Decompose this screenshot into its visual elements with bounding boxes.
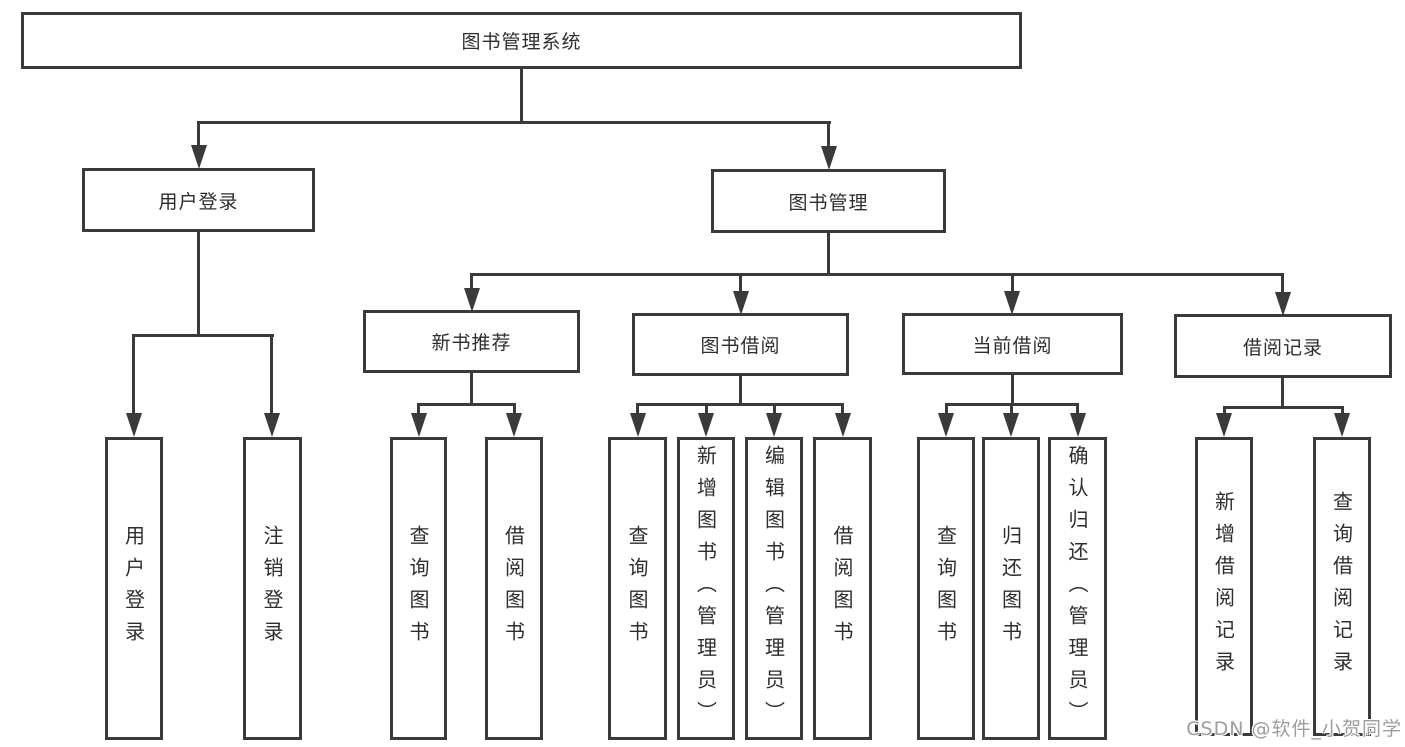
arrow-down-icon: [126, 413, 142, 437]
arrow-down-icon: [698, 413, 714, 437]
node-user-login: 用户登录: [82, 168, 315, 232]
arrow-down-icon: [1334, 413, 1350, 437]
arrow-down-icon: [821, 146, 837, 170]
arrow-down-icon: [733, 291, 749, 315]
connector-line: [827, 233, 830, 276]
arrow-down-icon: [506, 413, 522, 437]
node-book-mgmt-label: 图书管理: [788, 191, 869, 214]
connector-line: [1281, 273, 1284, 293]
arrow-down-icon: [191, 145, 207, 169]
arrow-down-icon: [630, 413, 646, 437]
connector-line: [132, 334, 135, 417]
connector-line: [705, 403, 708, 417]
connector-line: [520, 69, 523, 124]
connector-line: [417, 403, 516, 406]
connector-line: [636, 403, 639, 417]
arrow-down-icon: [1216, 413, 1232, 437]
connector-line: [197, 232, 200, 337]
connector-line: [827, 121, 830, 150]
node-borrow-record-label: 借阅记录: [1242, 336, 1323, 359]
connector-line: [270, 334, 273, 417]
arrow-down-icon: [411, 413, 427, 437]
connector-line: [841, 403, 844, 417]
leaf-add-book-admin: 新增图书（管理员）: [677, 437, 735, 740]
arrow-down-icon: [1070, 413, 1086, 437]
arrow-down-icon: [1275, 292, 1291, 316]
node-current-borrow: 当前借阅: [902, 313, 1123, 375]
watermark-text: CSDN @软件_小贺同学: [1186, 718, 1402, 740]
connector-line: [197, 121, 831, 124]
node-book-borrow: 图书借阅: [632, 313, 849, 376]
connector-line: [513, 403, 516, 417]
connector-line: [945, 403, 948, 417]
arrow-down-icon: [835, 413, 851, 437]
connector-line: [636, 403, 844, 406]
leaf-borrow-book: 借阅图书: [813, 437, 872, 740]
node-new-book-rec-label: 新书推荐: [431, 332, 512, 354]
node-current-borrow-label: 当前借阅: [972, 334, 1053, 357]
connector-line: [417, 403, 420, 417]
leaf-confirm-return-admin: 确认归还（管理员）: [1048, 437, 1107, 740]
connector-line: [1341, 406, 1344, 417]
node-book-mgmt: 图书管理: [711, 169, 946, 233]
connector-line: [1076, 403, 1079, 417]
leaf-edit-book-admin: 编辑图书（管理员）: [745, 437, 803, 740]
connector-line: [132, 334, 274, 337]
node-root-label: 图书管理系统: [461, 31, 582, 53]
node-new-book-rec: 新书推荐: [363, 310, 580, 373]
connector-line: [1223, 406, 1344, 409]
connector-line: [1010, 403, 1013, 417]
connector-line: [470, 273, 1284, 276]
arrow-down-icon: [1003, 413, 1019, 437]
leaf-logout: 注销登录: [243, 437, 302, 740]
connector-line: [739, 273, 742, 293]
connector-line: [1281, 378, 1284, 409]
arrow-down-icon: [464, 288, 480, 312]
leaf-return-book: 归还图书: [982, 437, 1040, 740]
arrow-down-icon: [264, 413, 280, 437]
connector-line: [1223, 406, 1226, 417]
leaf-borrow-book-rec: 借阅图书: [485, 437, 543, 740]
connector-line: [1011, 375, 1014, 406]
leaf-query-book-rec: 查询图书: [390, 437, 447, 740]
leaf-query-book-borrow: 查询图书: [608, 437, 667, 740]
connector-line: [1011, 273, 1014, 293]
node-root: 图书管理系统: [21, 12, 1022, 69]
arrow-down-icon: [766, 413, 782, 437]
arrow-down-icon: [1004, 291, 1020, 315]
leaf-query-book-current: 查询图书: [917, 437, 975, 740]
leaf-query-borrow-record: 查询借阅记录: [1313, 437, 1371, 736]
node-borrow-record: 借阅记录: [1174, 314, 1392, 378]
arrow-down-icon: [938, 413, 954, 437]
connector-line: [470, 373, 473, 406]
connector-line: [773, 403, 776, 417]
node-book-borrow-label: 图书借阅: [700, 335, 781, 357]
node-user-login-label: 用户登录: [158, 190, 239, 213]
connector-line: [470, 273, 473, 293]
leaf-add-borrow-record: 新增借阅记录: [1195, 437, 1253, 736]
leaf-user-login: 用户登录: [105, 437, 163, 740]
connector-line: [197, 121, 200, 150]
connector-line: [739, 376, 742, 406]
